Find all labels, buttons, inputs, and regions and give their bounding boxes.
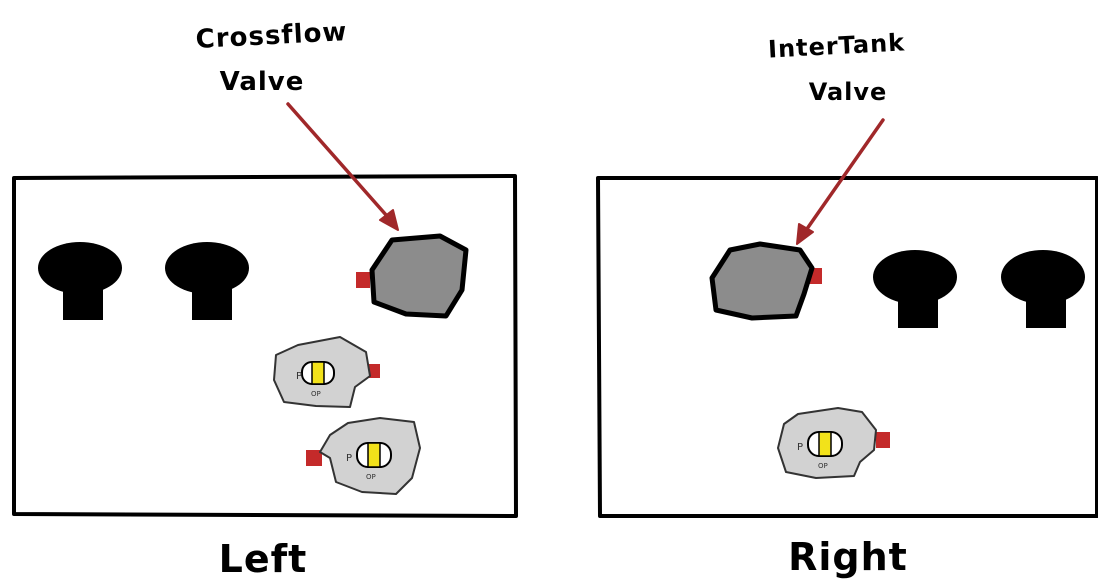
intertank-label-line2: Valve xyxy=(809,78,888,106)
crossflow-label-line2: Valve xyxy=(220,67,305,97)
intertank-arrow-icon xyxy=(796,118,885,245)
right-switch-knob[interactable]: P OP xyxy=(777,407,890,479)
knob-op-text: OP xyxy=(818,462,828,470)
right-panel-label: Right xyxy=(788,535,908,579)
left-pump-2-icon xyxy=(165,242,249,320)
intertank-label-line1: InterTank xyxy=(767,28,905,63)
right-pump-1-icon xyxy=(873,250,957,328)
left-switch-knob-2[interactable]: P OP xyxy=(306,417,421,495)
knob-p-text: P xyxy=(797,442,803,453)
crossflow-label-line1: Crossflow xyxy=(195,17,348,55)
right-panel: P OP xyxy=(596,176,1098,518)
left-panel-label: Left xyxy=(219,537,308,581)
right-pump-2-icon xyxy=(1001,250,1085,328)
knob-p-text: P xyxy=(296,371,302,382)
crossflow-valve-icon xyxy=(356,233,469,319)
left-switch-knob-1[interactable]: P OP xyxy=(273,336,380,408)
knob-op-text: OP xyxy=(366,473,376,481)
left-panel-frame xyxy=(12,174,518,518)
intertank-valve-icon xyxy=(709,241,822,321)
knob-p-text: P xyxy=(346,453,352,464)
left-pump-1-icon xyxy=(38,242,122,320)
crossflow-arrow-icon xyxy=(286,102,399,231)
knob-op-text: OP xyxy=(311,390,321,398)
left-panel: P OP P OP xyxy=(12,174,518,518)
